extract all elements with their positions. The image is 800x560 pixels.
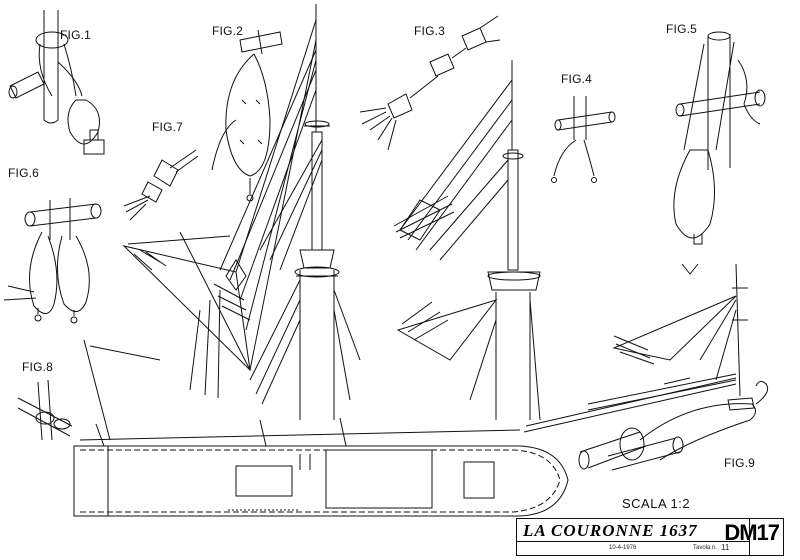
fig6-label: FIG.6 <box>8 166 40 180</box>
title-divider-horizontal <box>517 541 750 542</box>
fig7-drawing <box>123 149 199 221</box>
fig3-drawing <box>359 15 501 151</box>
drawing-title: LA COURONNE 1637 <box>523 521 698 540</box>
main-mast-drawing <box>294 4 340 420</box>
fig4-label: FIG.4 <box>561 72 593 86</box>
mizzen-mast-drawing <box>487 60 541 420</box>
drawing-code: DM17 <box>724 520 780 545</box>
fig9-label: FIG.9 <box>724 456 756 470</box>
fig9-drawing <box>578 380 769 471</box>
sheet-number: 11 <box>721 543 730 552</box>
fig8-drawing <box>17 379 73 441</box>
fig2-drawing <box>211 29 283 202</box>
title-block: LA COURONNE 1637 DM17 10-4-1976 Tavola n… <box>516 518 784 556</box>
sheet-label: Tavola n. <box>693 545 718 551</box>
hull-plan-drawing <box>73 417 569 517</box>
fig8-label: FIG.8 <box>22 360 54 374</box>
bowsprit-drawing <box>83 19 317 441</box>
fig6-drawing <box>3 198 102 324</box>
aft-mast-drawing <box>523 263 748 433</box>
title-divider-vertical <box>749 519 750 555</box>
scale-label: SCALA 1:2 <box>622 496 691 511</box>
fig3-label: FIG.3 <box>414 24 446 38</box>
fig5-label: FIG.5 <box>666 22 698 36</box>
fore-rigging-drawing <box>213 49 361 405</box>
fig5-drawing <box>673 31 766 275</box>
fig1-drawing <box>8 10 105 155</box>
rear-rigging-drawing <box>393 79 541 421</box>
fig1-label: FIG.1 <box>60 28 92 42</box>
fig4-drawing <box>551 96 616 183</box>
fig7-label: FIG.7 <box>152 120 184 134</box>
drawing-date: 10-4-1976 <box>609 545 637 551</box>
fig2-label: FIG.2 <box>212 24 244 38</box>
